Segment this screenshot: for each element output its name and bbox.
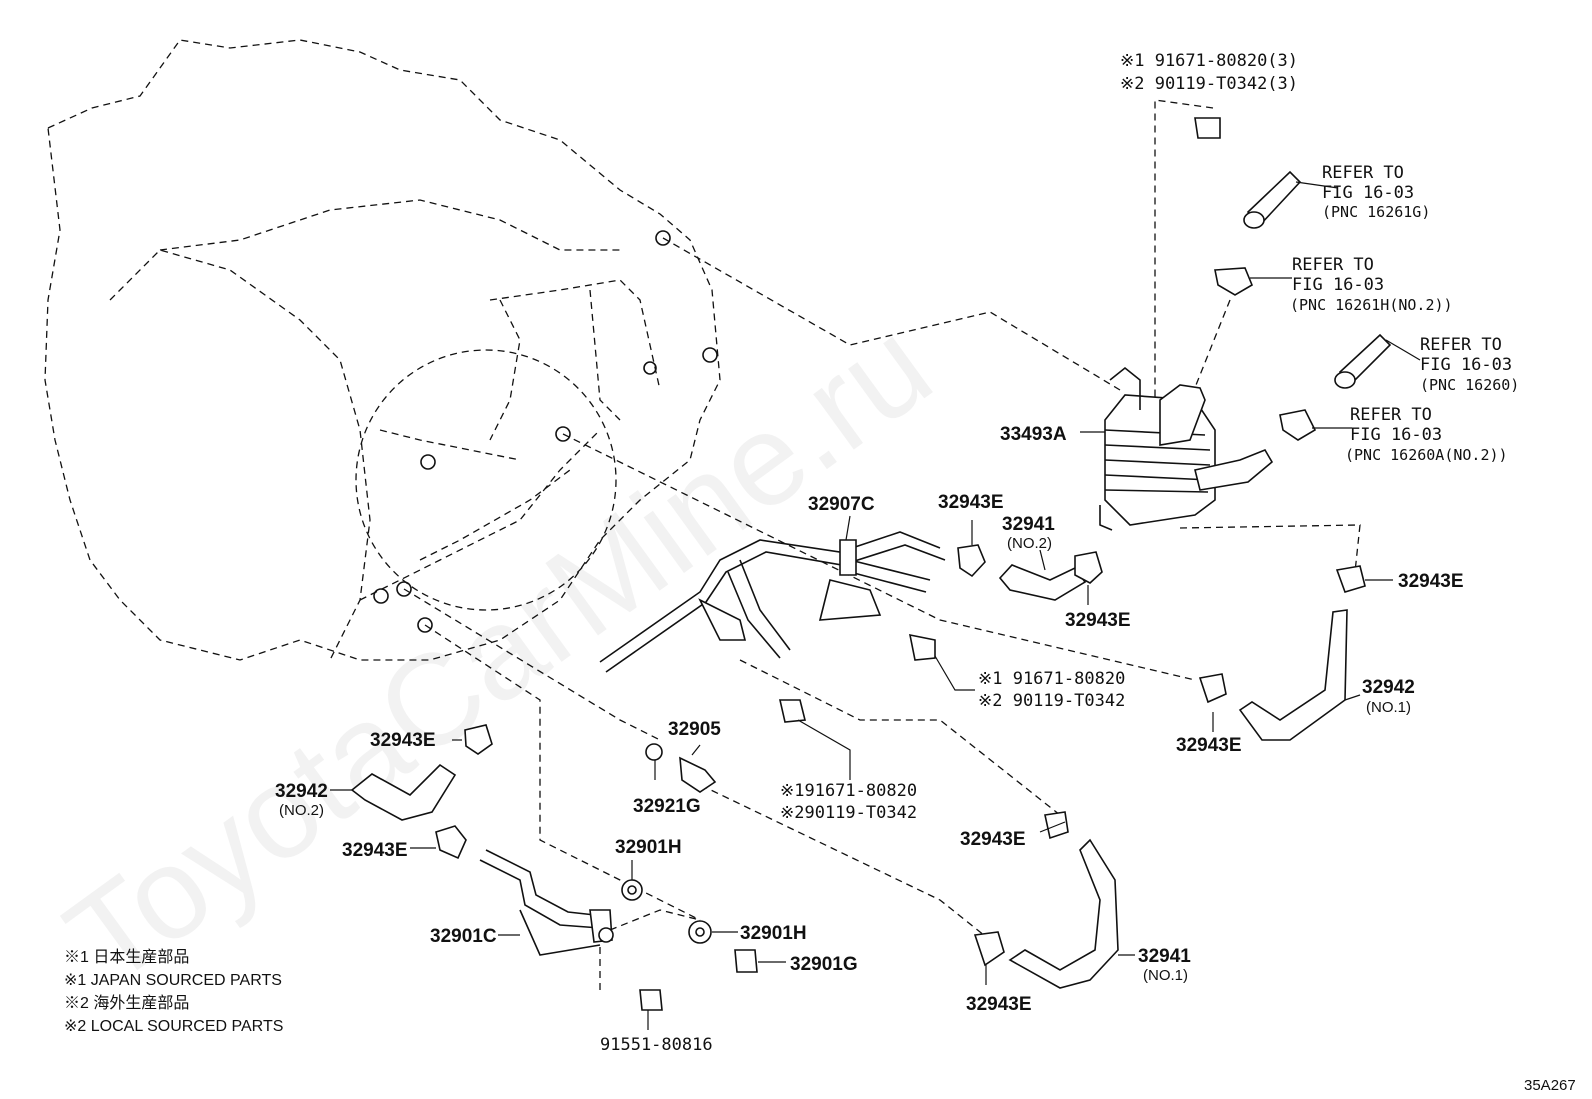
label-refer2-2: FIG 16-03 — [1292, 275, 1384, 295]
pipe-32901C — [479, 849, 614, 956]
label-32943E-c: 32943E — [1398, 571, 1464, 592]
label-32901G: 32901G — [790, 954, 858, 975]
hose-32942-no1 — [1198, 565, 1366, 741]
label-32905: 32905 — [668, 719, 721, 740]
label-32901C: 32901C — [430, 926, 497, 947]
label-refer2-3: (PNC 16261H(NO.2)) — [1290, 296, 1453, 314]
label-refer3-1: REFER TO — [1420, 335, 1502, 355]
label-32907C: 32907C — [808, 494, 875, 515]
label-refer2-1: REFER TO — [1292, 255, 1374, 275]
label-mid-bolt-1: ※1 91671-80820 — [978, 669, 1125, 689]
figure-code: 35A267 — [1524, 1077, 1576, 1094]
label-top-bolt-1: ※1 91671-80820(3) — [1120, 51, 1298, 71]
legend-line-2: ※1 JAPAN SOURCED PARTS — [64, 972, 282, 989]
label-refer3-2: FIG 16-03 — [1420, 355, 1512, 375]
label-refer4-1: REFER TO — [1350, 405, 1432, 425]
watermark-text: ToyotaCarMine.ru — [41, 291, 957, 1012]
label-mid-bolt-2: ※2 90119-T0342 — [978, 691, 1125, 711]
washers-and-bolts — [621, 117, 1221, 1011]
legend-line-4: ※2 LOCAL SOURCED PARTS — [64, 1018, 283, 1035]
legend-line-1: ※1 日本生産部品 — [64, 948, 189, 966]
clamp-32943E-a — [957, 544, 986, 578]
label-low-bolt-2: ※290119-T0342 — [780, 803, 917, 823]
label-32941-b-sub: (NO.1) — [1143, 967, 1188, 984]
label-32901H-a: 32901H — [615, 837, 682, 858]
transmission-housing — [44, 39, 721, 661]
label-refer3-3: (PNC 16260) — [1420, 376, 1519, 394]
oil-cooler-33493A — [1099, 366, 1274, 531]
label-leaders — [330, 431, 1393, 1030]
label-32942-a: 32942 — [1362, 677, 1415, 698]
label-refer4-3: (PNC 16260A(NO.2)) — [1345, 446, 1508, 464]
hose-32941-no1 — [973, 811, 1119, 989]
label-32921G: 32921G — [633, 796, 701, 817]
clamp-32943E-left-a — [464, 724, 493, 755]
label-33493A: 33493A — [1000, 424, 1067, 445]
label-32943E-h: 32943E — [966, 994, 1032, 1015]
legend: ※1 日本生産部品 ※1 JAPAN SOURCED PARTS ※2 海外生産… — [64, 948, 283, 1035]
label-91551: 91551-80816 — [600, 1035, 713, 1055]
label-refer1-3: (PNC 16261G) — [1322, 203, 1430, 221]
clamp-32943E-left-b — [435, 825, 467, 860]
label-32943E-e: 32943E — [370, 730, 436, 751]
label-32943E-d: 32943E — [1176, 735, 1242, 756]
label-32942-a-sub: (NO.1) — [1366, 699, 1411, 716]
label-32941-a-sub: (NO.2) — [1007, 535, 1052, 552]
mounting-leaders — [403, 99, 1361, 990]
refer-parts — [1214, 170, 1421, 441]
label-32941-b: 32941 — [1138, 946, 1191, 967]
clamp-32943E-b — [1074, 551, 1103, 584]
label-32943E-g: 32943E — [342, 840, 408, 861]
hose-32941-no2 — [998, 564, 1087, 601]
label-32943E-a: 32943E — [938, 492, 1004, 513]
label-32941-a: 32941 — [1002, 514, 1055, 535]
label-32942-b: 32942 — [275, 781, 328, 802]
label-low-bolt-1: ※191671-80820 — [780, 781, 917, 801]
label-32943E-b: 32943E — [1065, 610, 1131, 631]
hose-32942-no2 — [350, 763, 457, 821]
label-refer1-1: REFER TO — [1322, 163, 1404, 183]
part-labels: ※1 91671-80820(3) ※2 90119-T0342(3) REFE… — [275, 51, 1519, 1055]
label-refer4-2: FIG 16-03 — [1350, 425, 1442, 445]
legend-line-3: ※2 海外生産部品 — [64, 994, 189, 1012]
pipe-32907C — [599, 515, 946, 673]
label-32943E-f: 32943E — [960, 829, 1026, 850]
label-32901H-b: 32901H — [740, 923, 807, 944]
label-refer1-2: FIG 16-03 — [1322, 183, 1414, 203]
label-32942-b-sub: (NO.2) — [279, 802, 324, 819]
label-top-bolt-2: ※2 90119-T0342(3) — [1120, 74, 1298, 94]
